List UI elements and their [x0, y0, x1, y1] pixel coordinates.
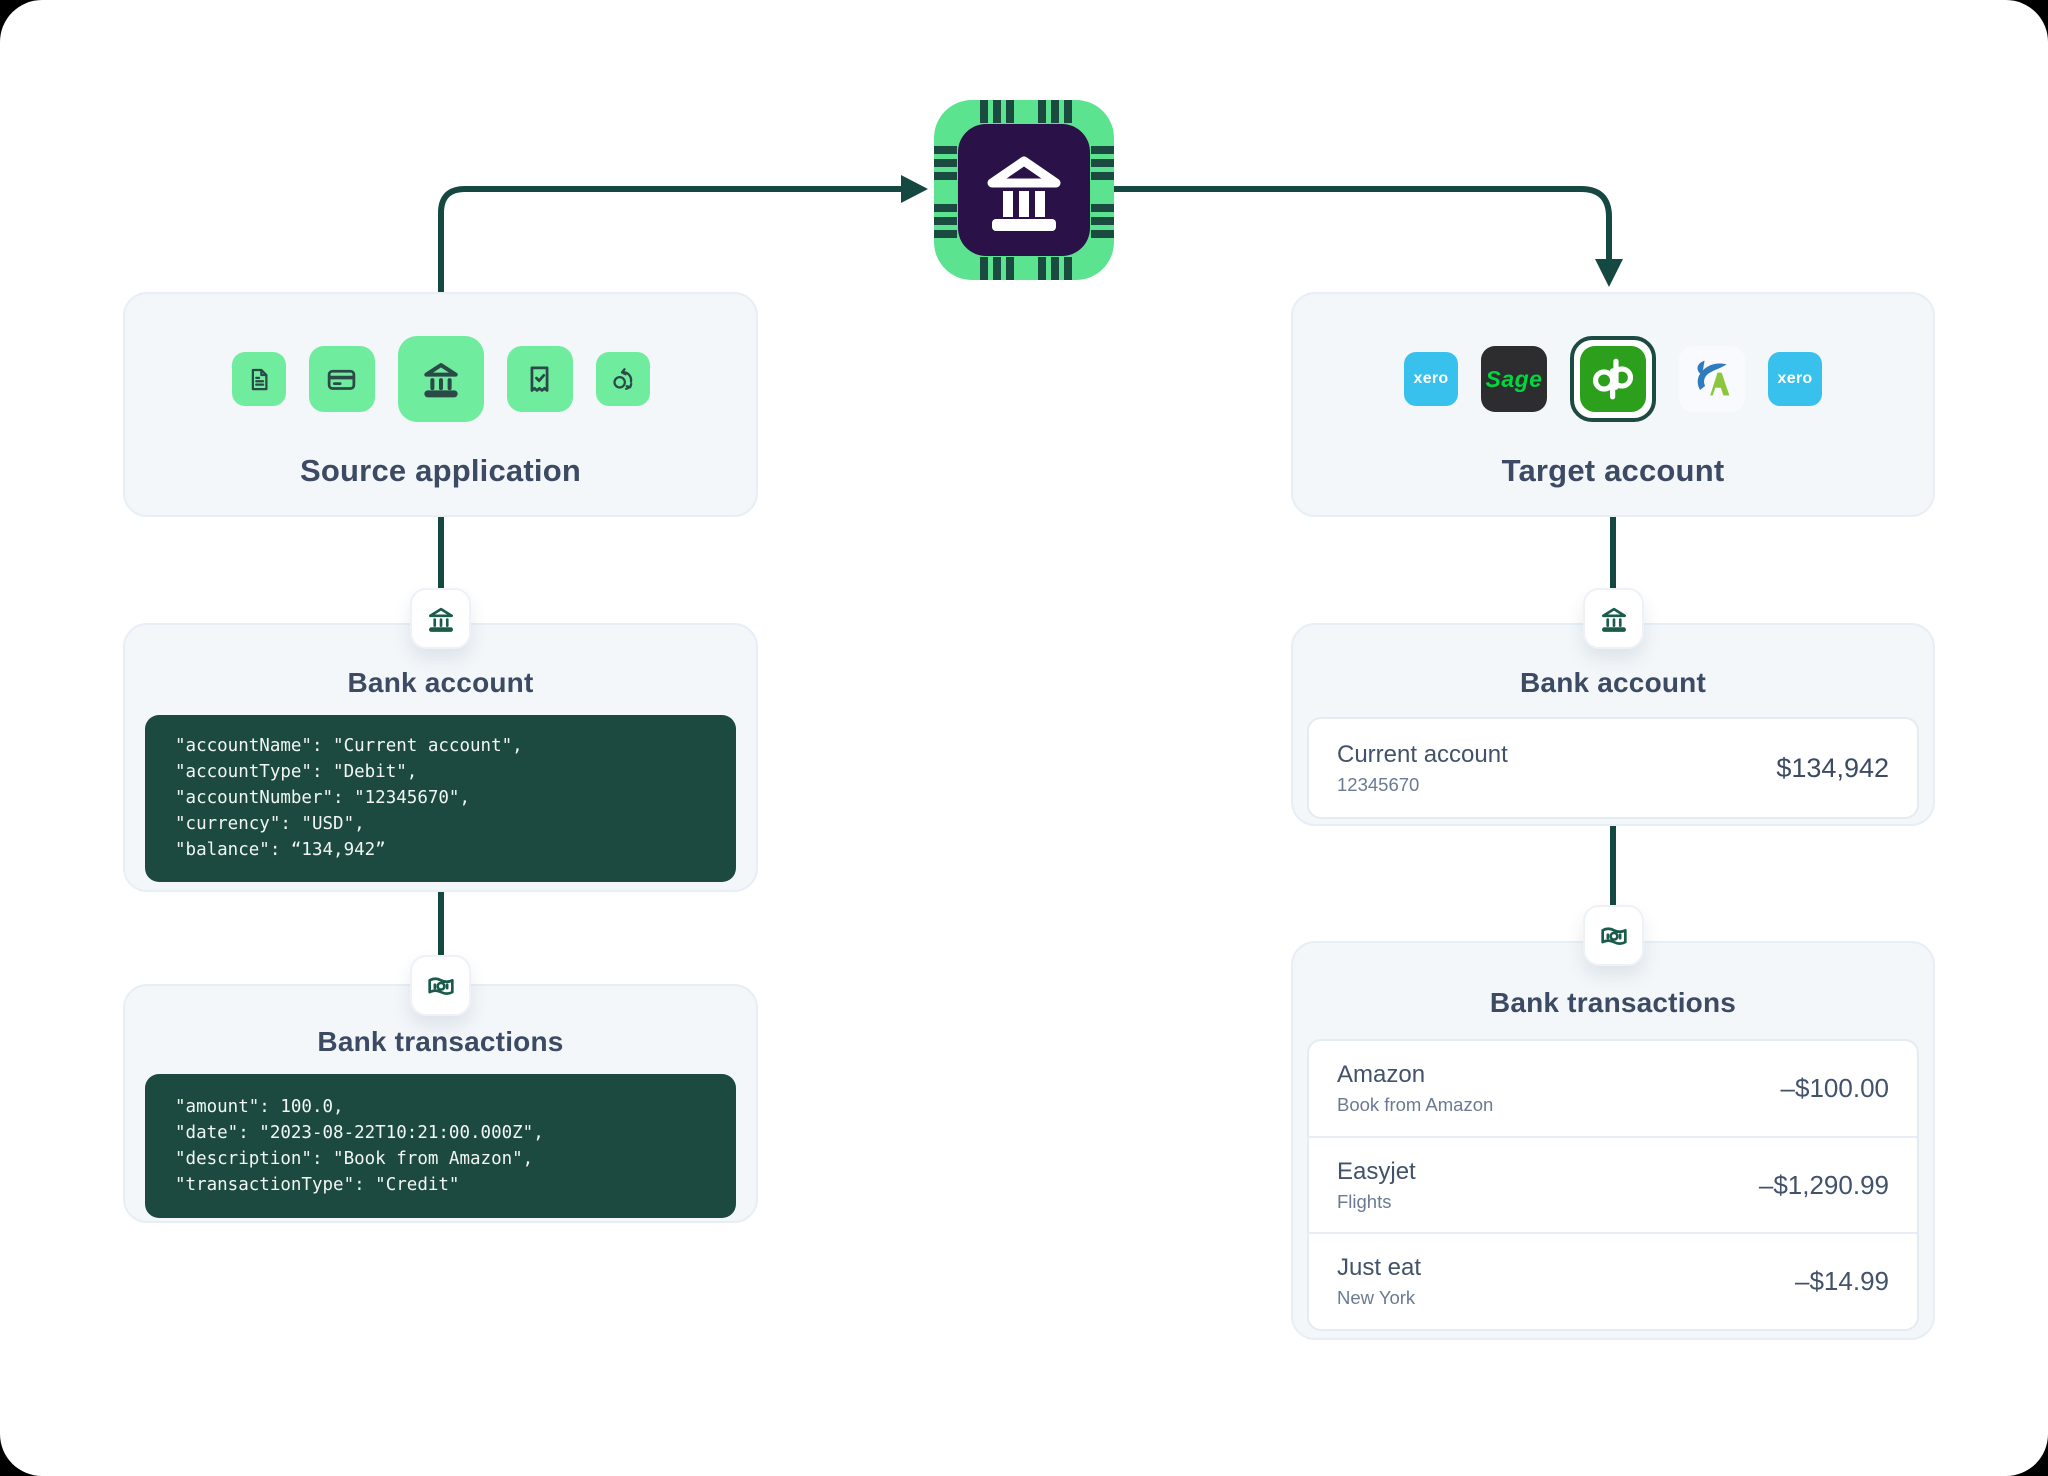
transaction-row: Easyjet Flights –$1,290.99 — [1309, 1135, 1917, 1233]
bank-icon — [397, 336, 484, 422]
transaction-amount: –$100.00 — [1780, 1072, 1889, 1103]
transaction-name: Amazon — [1337, 1060, 1426, 1088]
xero-icon: xero — [1768, 352, 1822, 406]
transaction-amount: –$14.99 — [1795, 1266, 1889, 1297]
banknote-badge-icon — [410, 955, 471, 1016]
bank-account-json: "accountName": "Current account", "accoun… — [145, 715, 736, 882]
code-line: "description": "Book from Amazon", — [175, 1149, 534, 1169]
source-panel-title: Source application — [300, 453, 581, 488]
code-line: "transactionType": "Credit" — [175, 1175, 460, 1195]
bank-badge-icon — [1583, 588, 1644, 649]
transaction-info: Amazon Book from Amazon — [1337, 1061, 1493, 1116]
code-line: "date": "2023-08-22T10:21:00.000Z", — [175, 1123, 544, 1143]
banknote-badge-icon — [1583, 905, 1644, 966]
xero-label: xero — [1777, 370, 1813, 387]
transaction-info: Easyjet Flights — [1337, 1158, 1416, 1213]
transaction-detail: New York — [1337, 1287, 1416, 1309]
target-account-panel: xero Sage — [1291, 292, 1935, 517]
transaction-name: Just eat — [1337, 1254, 1422, 1282]
account-number: 12345670 — [1337, 773, 1420, 795]
source-bank-transactions-card: Bank transactions "amount": 100.0, "date"… — [123, 984, 758, 1223]
target-icon-row: xero Sage — [1293, 335, 1933, 423]
transaction-row: Just eat New York –$14.99 — [1309, 1232, 1917, 1329]
code-line: "accountType": "Debit", — [175, 762, 418, 782]
transaction-info: Just eat New York — [1337, 1254, 1421, 1309]
document-icon — [231, 352, 286, 406]
transaction-detail: Book from Amazon — [1337, 1093, 1494, 1115]
source-icon-row — [125, 335, 756, 423]
bank-badge-icon — [410, 588, 471, 649]
source-bank-account-card: Bank account "accountName": "Current acc… — [123, 623, 758, 892]
account-info: Current account 12345670 — [1337, 741, 1508, 796]
account-balance: $134,942 — [1776, 752, 1889, 783]
code-line: "amount": 100.0, — [175, 1097, 344, 1117]
target-bank-account-card: Bank account Current account 12345670 $1… — [1291, 623, 1935, 826]
transaction-detail: Flights — [1337, 1190, 1392, 1212]
sage-label: Sage — [1485, 365, 1543, 392]
receipt-check-icon — [506, 346, 573, 412]
card-title: Bank transactions — [1489, 987, 1737, 1018]
sync-icon — [595, 352, 650, 406]
card-title: Bank account — [1520, 667, 1706, 698]
freeagent-icon — [1679, 346, 1745, 412]
code-line: "currency": "USD", — [175, 814, 365, 834]
code-line: "accountName": "Current account", — [175, 736, 523, 756]
source-application-panel: Source application — [123, 292, 758, 517]
sage-icon: Sage — [1481, 346, 1547, 412]
quickbooks-icon — [1570, 336, 1656, 422]
transactions-list: Amazon Book from Amazon –$100.00 Easyjet… — [1307, 1039, 1919, 1331]
transaction-name: Easyjet — [1337, 1157, 1416, 1185]
target-bank-transactions-card: Bank transactions Amazon Book from Amazo… — [1291, 941, 1935, 1340]
credit-card-icon — [308, 346, 375, 412]
code-line: "balance": “134,942” — [175, 840, 386, 860]
transaction-row: Amazon Book from Amazon –$100.00 — [1309, 1041, 1917, 1136]
bank-chip-icon — [934, 100, 1114, 280]
code-line: "accountNumber": "12345670", — [175, 788, 471, 808]
account-row: Current account 12345670 $134,942 — [1307, 717, 1919, 819]
bank-transactions-json: "amount": 100.0, "date": "2023-08-22T10:2… — [145, 1074, 736, 1218]
xero-icon: xero — [1404, 352, 1458, 406]
quickbooks-logo — [1580, 346, 1646, 412]
account-name: Current account — [1337, 740, 1508, 768]
transaction-amount: –$1,290.99 — [1758, 1169, 1889, 1200]
xero-label: xero — [1413, 370, 1449, 387]
card-title: Bank account — [347, 667, 534, 698]
target-panel-title: Target account — [1501, 453, 1725, 488]
card-title: Bank transactions — [317, 1026, 564, 1057]
bank-glyph — [987, 156, 1061, 231]
